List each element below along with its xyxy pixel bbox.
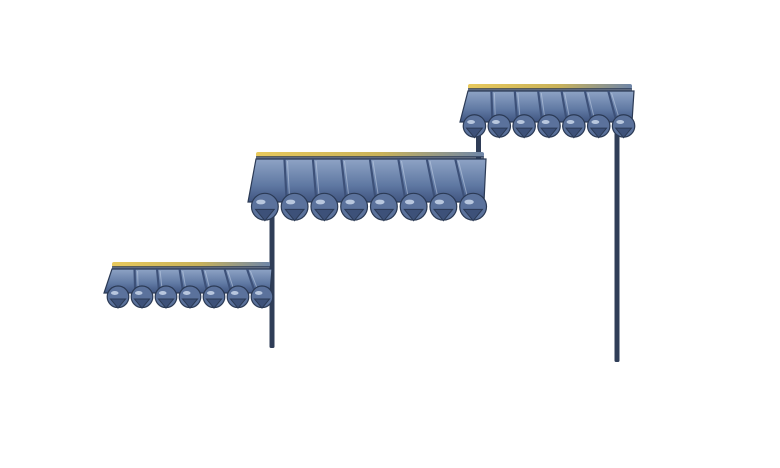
- tile-gloss: [492, 119, 500, 125]
- tile-gloss: [464, 199, 474, 205]
- ridge-shadow: [468, 88, 632, 91]
- tile-rib-highlight: [315, 160, 320, 201]
- tile-rib: [368, 158, 378, 204]
- drip-point: [229, 298, 247, 309]
- tile-rib: [311, 158, 318, 204]
- tile-rib-highlight: [458, 160, 469, 201]
- tile-gloss: [206, 291, 215, 295]
- tile-rib: [397, 158, 407, 204]
- tile-gloss: [591, 119, 600, 125]
- drip-point: [540, 127, 558, 139]
- ridge-board: [468, 84, 632, 89]
- upper-eave: [459, 84, 636, 139]
- tile-rib-highlight: [372, 160, 380, 201]
- drip-point: [432, 208, 454, 222]
- drip-point: [133, 298, 151, 309]
- drip-point: [109, 298, 127, 309]
- drip-point: [253, 298, 271, 309]
- ridge-board: [112, 262, 270, 267]
- drip-point: [515, 127, 534, 139]
- drip-point: [313, 208, 335, 222]
- drip-point: [403, 208, 425, 222]
- tile-rib-highlight: [429, 160, 439, 201]
- drip-point: [462, 208, 484, 222]
- tile-gloss: [434, 199, 445, 205]
- tile-gloss: [467, 119, 475, 125]
- ridge-shadow: [112, 266, 270, 269]
- drip-point: [373, 208, 395, 222]
- drip-point: [614, 127, 633, 139]
- tile-gloss: [566, 119, 575, 125]
- tile-rib-highlight: [344, 160, 350, 201]
- tile-gloss: [134, 291, 143, 295]
- drip-point: [157, 298, 175, 309]
- tile-rib: [425, 158, 437, 204]
- lower-eave: [103, 262, 274, 309]
- tile-gloss: [516, 119, 525, 125]
- left-post: [269, 214, 275, 348]
- tile-rib: [584, 90, 593, 124]
- tile-rib-highlight: [287, 160, 291, 201]
- drip-point: [205, 298, 223, 309]
- tile-rib: [560, 90, 568, 124]
- tile-gloss: [182, 291, 191, 295]
- drip-point: [465, 127, 484, 139]
- drip-point: [343, 208, 365, 222]
- tile-rib: [283, 158, 288, 204]
- drip-point: [589, 127, 608, 139]
- drip-point: [181, 298, 199, 309]
- tile-gloss: [110, 291, 119, 295]
- tile-gloss: [375, 199, 385, 205]
- drip-point: [254, 208, 276, 222]
- tile-gloss: [254, 291, 263, 295]
- tile-gloss: [256, 199, 266, 205]
- tile-gloss: [285, 199, 296, 205]
- right-post: [614, 128, 620, 362]
- tile-gloss: [158, 291, 167, 295]
- drip-point: [564, 127, 583, 139]
- tile-rib: [340, 158, 348, 204]
- tile-gloss: [541, 119, 550, 125]
- drip-point: [284, 208, 306, 222]
- tile-rib: [454, 158, 467, 204]
- tile-gloss: [315, 199, 326, 205]
- middle-eave: [247, 152, 488, 222]
- tile-gloss: [230, 291, 239, 295]
- ridge-board: [256, 152, 484, 157]
- tile-rib: [607, 90, 618, 124]
- tile-rib-highlight: [401, 160, 410, 201]
- tile-gloss: [404, 199, 415, 205]
- ridge-shadow: [256, 156, 484, 159]
- tile-gloss: [616, 119, 625, 125]
- tile-gloss: [345, 199, 355, 205]
- drip-point: [490, 127, 509, 139]
